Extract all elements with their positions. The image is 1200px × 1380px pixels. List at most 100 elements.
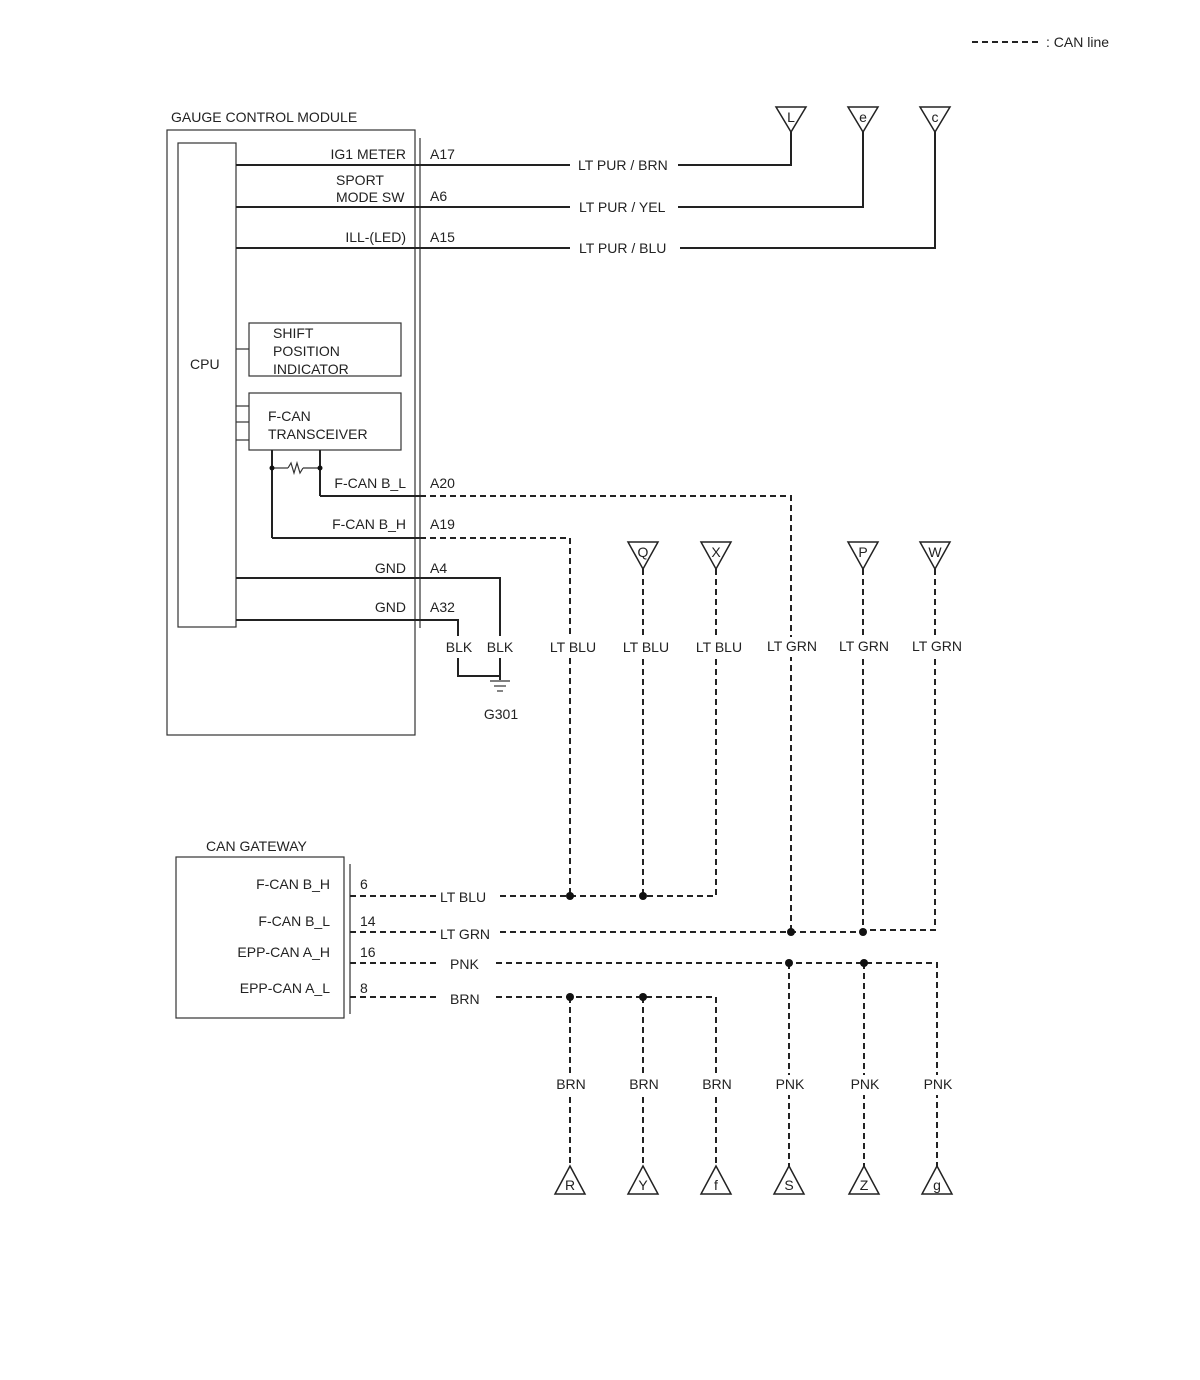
- bottom-wire-label-backgrounds: [552, 1075, 957, 1095]
- bottom-label-1: BRN: [556, 1076, 586, 1092]
- gateway-epp-al-wire: BRN: [450, 991, 480, 1007]
- fcan-bl-label: F-CAN B_L: [334, 475, 406, 491]
- junction-dot: [860, 959, 868, 967]
- connector-c-label: c: [932, 109, 939, 125]
- sport-mode-wire-color: LT PUR / YEL: [579, 199, 666, 215]
- junction-dot: [566, 993, 574, 1001]
- bottom-label-5: PNK: [851, 1076, 880, 1092]
- ground-join-wire: [457, 658, 500, 677]
- gateway-epp-al-label: EPP-CAN A_L: [240, 980, 330, 996]
- bottom-label-6: PNK: [924, 1076, 953, 1092]
- cpu-box: [177, 142, 237, 628]
- fcan-bl-can-line: [420, 495, 792, 930]
- termination-resistor-icon: [287, 460, 304, 476]
- can-gateway-title: CAN GATEWAY: [206, 838, 308, 854]
- vertical-wire-labels: [546, 637, 963, 657]
- gnd-a32-pin: A32: [430, 599, 455, 615]
- vertical-label-4: LT GRN: [767, 638, 817, 654]
- transceiver-line1: F-CAN: [268, 408, 311, 424]
- w-can-line: [863, 569, 936, 931]
- resistor-junction-right: [317, 465, 323, 471]
- junction-dot: [785, 959, 793, 967]
- transceiver-line2: TRANSCEIVER: [268, 426, 368, 442]
- junction-dot: [859, 928, 867, 936]
- connector-S-label: S: [784, 1177, 793, 1193]
- ground-wire-blk-1: BLK: [446, 639, 473, 655]
- gateway-epp-al-line-b: [496, 996, 717, 1170]
- gateway-epp-al-pin: 8: [360, 980, 368, 996]
- shift-indicator-line3: INDICATOR: [273, 361, 349, 377]
- connector-X-icon: X: [699, 541, 733, 571]
- sport-mode-label-2: MODE SW: [336, 189, 405, 205]
- connector-f-icon: f: [699, 1164, 733, 1195]
- ig1-meter-label: IG1 METER: [331, 146, 406, 162]
- gateway-fcan-bl-pin: 14: [360, 913, 376, 929]
- vertical-label-6: LT GRN: [912, 638, 962, 654]
- connector-Q-label: Q: [638, 544, 649, 560]
- vertical-label-5: LT GRN: [839, 638, 889, 654]
- gateway-fcan-bh-pin: 6: [360, 876, 368, 892]
- connector-Q-icon: Q: [626, 541, 660, 571]
- gateway-epp-ah-wire: PNK: [450, 956, 479, 972]
- bottom-label-2: BRN: [629, 1076, 659, 1092]
- gateway-fcan-bl-wire: LT GRN: [440, 926, 490, 942]
- gateway-fcan-bl-label: F-CAN B_L: [258, 913, 330, 929]
- connector-f-label: f: [714, 1177, 718, 1193]
- ig1-meter-pin: A17: [430, 146, 455, 162]
- connector-g-icon: g: [920, 1164, 954, 1195]
- connector-X-label: X: [711, 544, 721, 560]
- connector-R-label: R: [565, 1177, 575, 1193]
- ill-led-wire-b: [680, 132, 936, 249]
- fcan-bh-can-line: [420, 537, 571, 896]
- bottom-label-3: BRN: [702, 1076, 732, 1092]
- shift-indicator-line1: SHIFT: [273, 325, 314, 341]
- sport-mode-wire-b: [678, 132, 864, 208]
- vertical-label-1: LT BLU: [550, 639, 596, 655]
- sport-mode-label-1: SPORT: [336, 172, 384, 188]
- fcan-bh-pin: A19: [430, 516, 455, 532]
- gateway-epp-ah-line-b: [496, 962, 938, 1170]
- gateway-fcan-bh-wire: LT BLU: [440, 889, 486, 905]
- connector-L-icon: L: [774, 106, 808, 134]
- connector-P-icon: P: [846, 541, 880, 571]
- gateway-epp-ah-label: EPP-CAN A_H: [237, 944, 330, 960]
- junction-dot: [566, 892, 574, 900]
- vertical-label-3: LT BLU: [696, 639, 742, 655]
- fcan-bl-pin: A20: [430, 475, 455, 491]
- connector-e-icon: e: [846, 106, 880, 134]
- junction-dot: [639, 993, 647, 1001]
- bottom-label-4: PNK: [776, 1076, 805, 1092]
- shift-indicator-line2: POSITION: [273, 343, 340, 359]
- gnd-a32-wire: [236, 619, 459, 636]
- connector-c-icon: c: [918, 106, 952, 134]
- gauge-module-box: [166, 129, 416, 736]
- connector-Y-icon: Y: [626, 1164, 660, 1195]
- cpu-label: CPU: [190, 356, 220, 372]
- junction-dot: [787, 928, 795, 936]
- gauge-module-title: GAUGE CONTROL MODULE: [171, 109, 357, 125]
- junction-dot: [639, 892, 647, 900]
- sport-mode-pin: A6: [430, 188, 447, 204]
- gateway-fcan-bh-label: F-CAN B_H: [256, 876, 330, 892]
- ig1-meter-wire-color: LT PUR / BRN: [578, 157, 668, 173]
- can-gateway-box: [175, 856, 345, 1019]
- connector-Z-icon: Z: [847, 1164, 881, 1195]
- ill-led-pin: A15: [430, 229, 455, 245]
- gnd-a4-label: GND: [375, 560, 406, 576]
- connector-Y-label: Y: [638, 1177, 648, 1193]
- connector-W-label: W: [928, 544, 942, 560]
- connector-R-icon: R: [553, 1164, 587, 1195]
- connector-P-label: P: [858, 544, 867, 560]
- ground-name: G301: [484, 706, 518, 722]
- connector-W-icon: W: [918, 541, 952, 571]
- connector-S-icon: S: [772, 1164, 806, 1195]
- gnd-a32-label: GND: [375, 599, 406, 615]
- ig1-meter-wire-b: [678, 132, 792, 166]
- fcan-bh-label: F-CAN B_H: [332, 516, 406, 532]
- resistor-junction-left: [269, 465, 275, 471]
- connector-e-label: e: [859, 109, 867, 125]
- gateway-epp-ah-pin: 16: [360, 944, 376, 960]
- ground-wire-blk-2: BLK: [487, 639, 514, 655]
